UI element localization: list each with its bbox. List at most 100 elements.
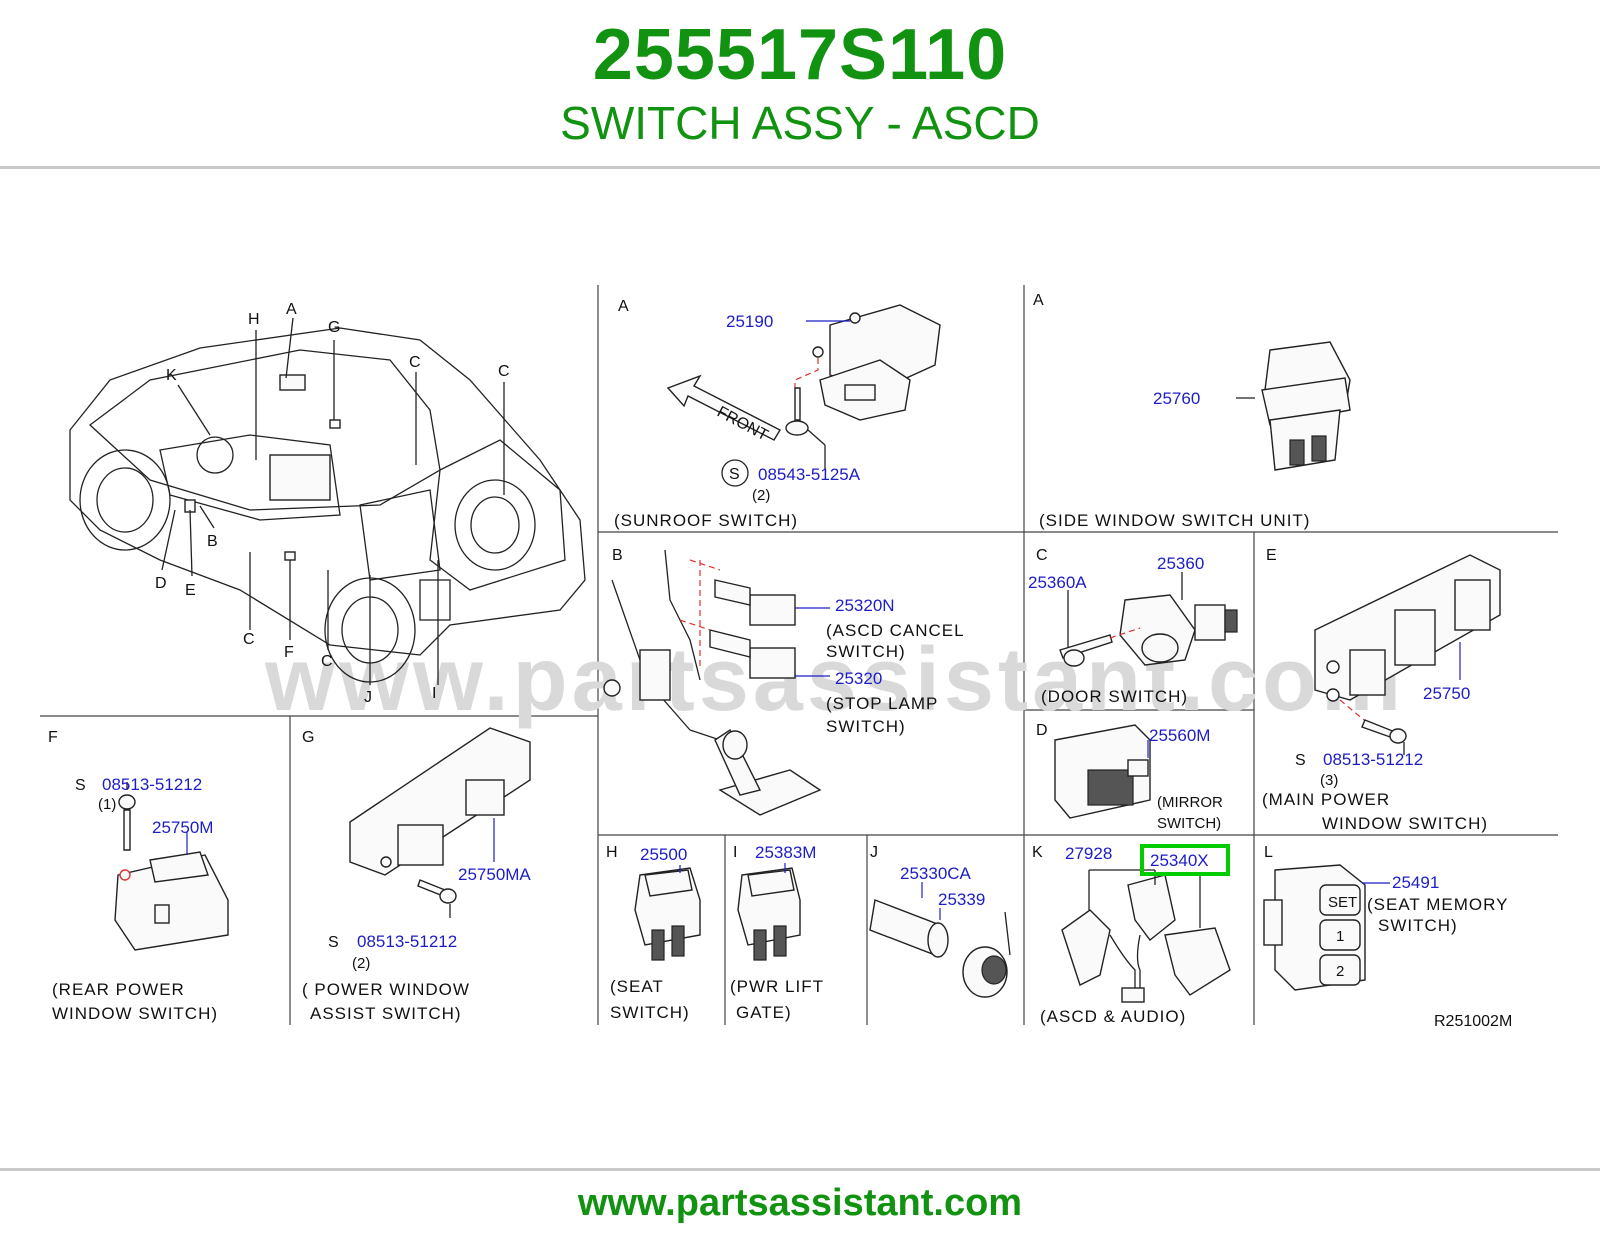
watermark: www.partsassistant.com [264, 630, 1405, 730]
panel-grid [40, 285, 1558, 1025]
panel-letter: L [1264, 844, 1273, 861]
panel-letter: G [302, 729, 314, 746]
panel-side-window-switch: A [1033, 292, 1351, 471]
caption-main-power-2: WINDOW SWITCH) [1322, 814, 1488, 833]
panel-lighter-socket: J [869, 844, 1011, 998]
caption-mirror-2: SWITCH) [1157, 815, 1221, 832]
pn-25750[interactable]: 25750 [1423, 684, 1470, 703]
panel-power-lift-gate-switch: I [733, 844, 801, 961]
locator-g: G [328, 319, 340, 336]
screw-symbol-s: S [729, 466, 740, 483]
qty-label: (2) [752, 487, 770, 504]
caption-liftgate-1: (PWR LIFT [730, 977, 824, 996]
panel-letter: I [733, 844, 737, 861]
pn-27928[interactable]: 27928 [1065, 844, 1112, 863]
panel-main-power-window-switch: E [1266, 547, 1501, 755]
pn-25320n[interactable]: 25320N [835, 596, 895, 615]
panel-letter: J [870, 844, 878, 861]
panel-stop-lamp-switch: B [603, 547, 830, 816]
pn-25360[interactable]: 25360 [1157, 554, 1204, 573]
pn-25750m[interactable]: 25750M [152, 818, 213, 837]
panel-letter: K [1032, 844, 1043, 861]
parts-diagram: www.partsassistant.com [40, 285, 1558, 1030]
panel-letter: D [1036, 722, 1048, 739]
panel-letter: A [618, 298, 629, 315]
footer-divider [0, 1168, 1600, 1171]
panel-power-window-assist-switch: G [302, 727, 531, 918]
panel-door-switch: C [1036, 547, 1238, 667]
caption-seat-memory-2: SWITCH) [1378, 916, 1458, 935]
footer-url-link[interactable]: www.partsassistant.com [577, 1182, 1023, 1224]
panel-ascd-audio-switch: K [1032, 844, 1231, 1003]
locator-j: J [364, 689, 372, 706]
part-name-subtitle: SWITCH ASSY - ASCD [560, 97, 1040, 149]
memory-2-button[interactable]: 2 [1336, 963, 1344, 980]
caption-seat-1: (SEAT [610, 977, 664, 996]
pn-25560m[interactable]: 25560M [1149, 726, 1210, 745]
caption-assist-1: ( POWER WINDOW [302, 980, 470, 999]
caption-main-power-1: (MAIN POWER [1262, 790, 1390, 809]
panel-letter: C [1036, 547, 1048, 564]
caption-mirror-1: (MIRROR [1157, 794, 1223, 811]
screw-symbol-s: S [75, 777, 86, 794]
qty-label: (2) [352, 955, 370, 972]
memory-1-button[interactable]: 1 [1336, 928, 1344, 945]
panel-rear-power-window-switch: F [48, 729, 229, 951]
locator-e: E [185, 582, 196, 599]
locator-h: H [248, 311, 260, 328]
screw-symbol-s: S [1295, 752, 1306, 769]
caption-stop-lamp-1: (STOP LAMP [826, 694, 938, 713]
pn-25190[interactable]: 25190 [726, 312, 773, 331]
caption-seat-memory-1: (SEAT MEMORY [1367, 895, 1508, 914]
panel-letter: E [1266, 547, 1277, 564]
locator-b: B [207, 533, 218, 550]
pn-08513-51212-f[interactable]: 08513-51212 [102, 775, 202, 794]
highlight-box [1140, 844, 1230, 876]
part-number-title: 255517S110 [592, 15, 1008, 95]
diagram-reference-code: R251002M [1434, 1013, 1512, 1030]
header-divider [0, 166, 1600, 169]
pn-25500[interactable]: 25500 [640, 845, 687, 864]
panel-letter: H [606, 844, 618, 861]
locator-c-3: C [243, 631, 255, 648]
locator-d: D [155, 575, 167, 592]
pn-08513-51212-g[interactable]: 08513-51212 [357, 932, 457, 951]
locator-a: A [286, 301, 297, 318]
caption-ascd-cancel-1: (ASCD CANCEL [826, 621, 965, 640]
locator-c-1: C [409, 354, 421, 371]
memory-set-button[interactable]: SET [1328, 894, 1357, 911]
caption-rear-power-1: (REAR POWER [52, 980, 185, 999]
pn-25340x-highlighted[interactable]: 25340X [1150, 851, 1209, 870]
caption-seat-2: SWITCH) [610, 1003, 690, 1022]
panel-letter: F [48, 729, 58, 746]
panel-seat-memory-switch: L [1263, 844, 1390, 991]
panel-mirror-switch: D [1036, 722, 1151, 819]
panel-letter: B [612, 547, 623, 564]
caption-ascd-audio: (ASCD & AUDIO) [1040, 1007, 1186, 1026]
locator-c-4: C [321, 653, 333, 670]
pn-25760[interactable]: 25760 [1153, 389, 1200, 408]
caption-side-window: (SIDE WINDOW SWITCH UNIT) [1039, 511, 1310, 530]
pn-25330ca[interactable]: 25330CA [900, 864, 972, 883]
front-arrow-label: FRONT [714, 404, 771, 445]
locator-c-2: C [498, 363, 510, 380]
pn-08513-51212-e[interactable]: 08513-51212 [1323, 750, 1423, 769]
pn-25339[interactable]: 25339 [938, 890, 985, 909]
caption-door: (DOOR SWITCH) [1041, 687, 1188, 706]
locator-f: F [284, 644, 294, 661]
panel-sunroof-switch: A [618, 298, 941, 487]
pn-25383m[interactable]: 25383M [755, 843, 816, 862]
locator-i: I [432, 685, 436, 702]
pn-08543-5125a[interactable]: 08543-5125A [758, 465, 861, 484]
pn-25491[interactable]: 25491 [1392, 873, 1439, 892]
pn-25750ma[interactable]: 25750MA [458, 865, 531, 884]
qty-label: (3) [1320, 772, 1338, 789]
pn-25360a[interactable]: 25360A [1028, 573, 1087, 592]
locator-k: K [166, 367, 177, 384]
vehicle-illustration [69, 317, 586, 685]
screw-symbol-s: S [328, 934, 339, 951]
caption-sunroof: (SUNROOF SWITCH) [614, 511, 798, 530]
pn-25320[interactable]: 25320 [835, 669, 882, 688]
caption-assist-2: ASSIST SWITCH) [310, 1004, 462, 1023]
panel-seat-switch: H [606, 844, 701, 961]
